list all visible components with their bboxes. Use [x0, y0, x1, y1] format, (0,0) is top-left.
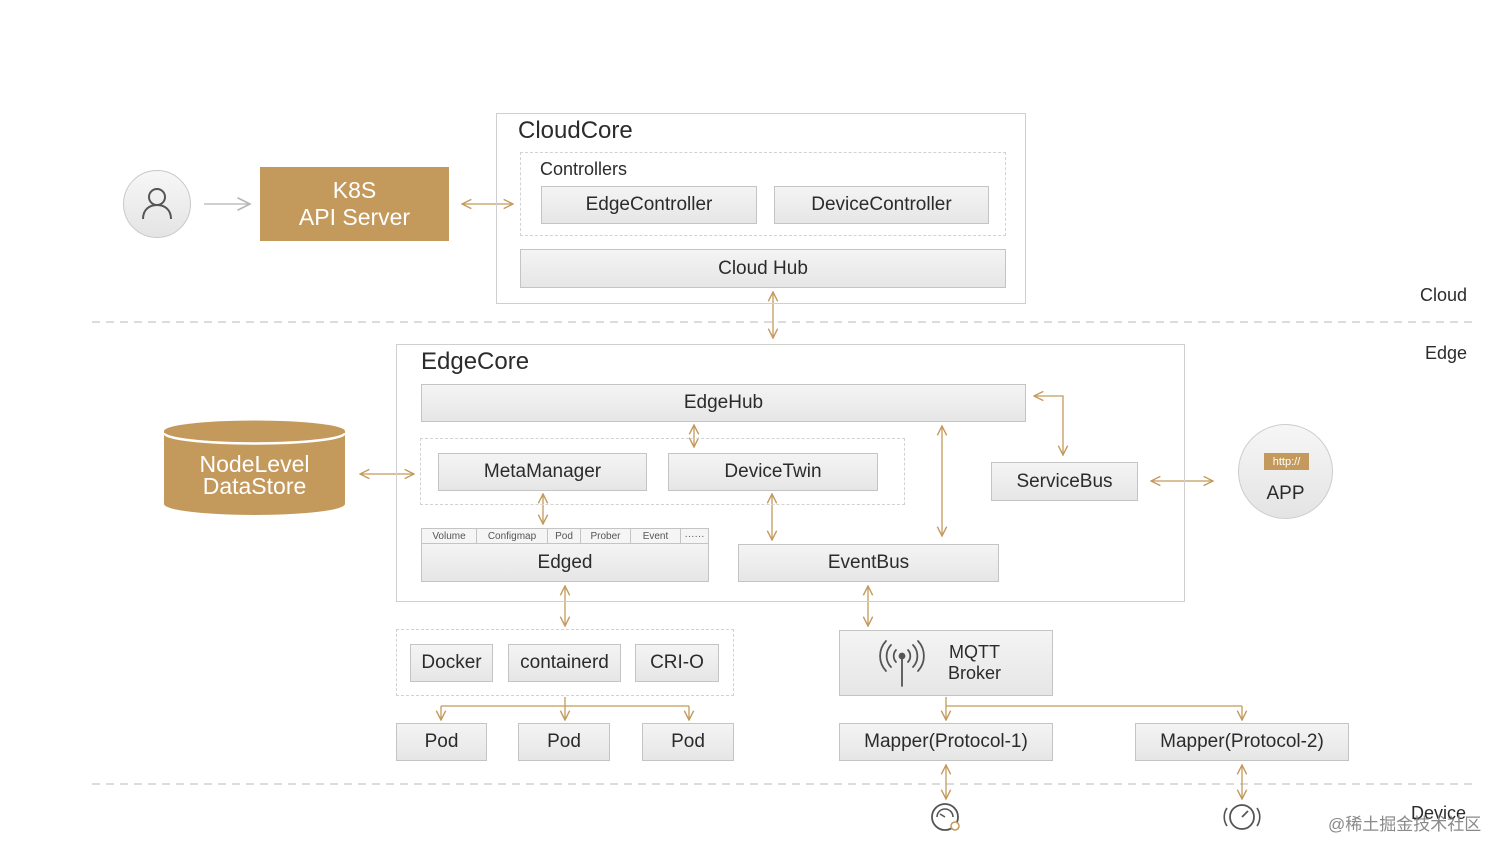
edged-tab: Pod: [547, 528, 581, 544]
mqtt-broker: MQTT Broker: [839, 630, 1053, 696]
watermark: @稀土掘金技术社区: [1328, 815, 1482, 834]
cloud-hub: Cloud Hub: [520, 249, 1006, 288]
runtime-containerd: containerd: [508, 644, 621, 682]
k8s-label-line1: K8S: [332, 177, 377, 203]
service-bus: ServiceBus: [991, 462, 1138, 501]
app-label: APP: [1266, 483, 1305, 504]
edged: Edged: [421, 543, 709, 582]
mqtt-line1: MQTT: [949, 642, 1000, 662]
device-controller: DeviceController: [774, 186, 989, 224]
antenna-icon: [879, 640, 925, 687]
cloudcore-title: CloudCore: [518, 117, 633, 144]
runtime-crio: CRI-O: [635, 644, 719, 682]
edgecore-title: EdgeCore: [421, 348, 530, 375]
controllers-group: [520, 152, 1006, 236]
device-gauge-icon: [931, 803, 960, 831]
controllers-label: Controllers: [540, 159, 628, 179]
edged-tab: Volume: [421, 528, 477, 544]
k8s-api-server: K8S API Server: [260, 167, 449, 241]
edged-tab: Event: [630, 528, 681, 544]
zone-edge-label: Edge: [1425, 343, 1468, 363]
http-badge: http://: [1264, 453, 1309, 470]
pod: Pod: [518, 723, 610, 761]
edged-tab: Configmap: [476, 528, 548, 544]
runtimes-group: [396, 629, 734, 696]
runtime-docker: Docker: [410, 644, 493, 682]
k8s-label-line2: API Server: [298, 204, 411, 230]
datastore-line1: NodeLevel: [199, 451, 310, 477]
edged-tab: ······: [680, 528, 709, 544]
cloudcore-frame: [496, 113, 1026, 304]
app-circle: http:// APP: [1238, 424, 1333, 519]
datastore-line2: DataStore: [202, 473, 307, 499]
mapper-protocol-2: Mapper(Protocol-2): [1135, 723, 1349, 761]
edge-controller: EdgeController: [541, 186, 757, 224]
user-icon: [142, 188, 172, 220]
pod: Pod: [396, 723, 487, 761]
mapper-protocol-1: Mapper(Protocol-1): [839, 723, 1053, 761]
database-icon: [163, 420, 346, 515]
device-twin: DeviceTwin: [668, 453, 878, 491]
mqtt-line2: Broker: [948, 663, 1002, 683]
node-level-datastore: NodeLevel DataStore: [163, 420, 346, 516]
meta-manager: MetaManager: [438, 453, 647, 491]
edge-hub: EdgeHub: [421, 384, 1026, 422]
zone-device-label: Device: [1411, 803, 1467, 823]
pod: Pod: [642, 723, 734, 761]
edged-tab: Prober: [580, 528, 631, 544]
edgecore-frame: [396, 344, 1185, 602]
device-gauge-icon: [1223, 804, 1261, 830]
event-bus: EventBus: [738, 544, 999, 582]
user-avatar: [123, 170, 191, 238]
zone-cloud-label: Cloud: [1420, 285, 1468, 305]
managers-group: [420, 438, 905, 505]
